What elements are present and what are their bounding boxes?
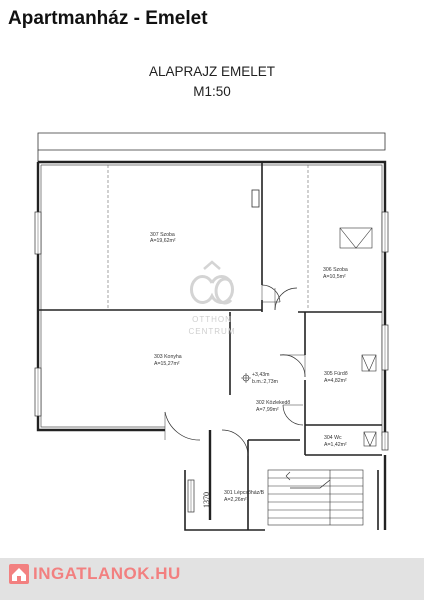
room-306-area: A=10,5m²: [323, 274, 346, 280]
footer-logo[interactable]: INGATLANOK.HU: [8, 563, 181, 585]
footer-brand: INGATLANOK.HU: [33, 564, 181, 583]
plan-title: ALAPRAJZ EMELET M1:50: [0, 62, 424, 102]
plan-title-line1: ALAPRAJZ EMELET: [148, 64, 276, 79]
roof-outline: [37, 132, 386, 151]
room-302-name: 302 Közlekedő: [256, 400, 290, 406]
roof-window-icon: [339, 227, 377, 447]
room-305-name: 305 Fürdő: [324, 371, 348, 377]
room-304-name: 304 Wc: [324, 435, 342, 441]
room-301-name: 301 Lépcsőház/B: [224, 490, 265, 496]
chimney: [251, 189, 260, 208]
dimension-label: 1370: [202, 492, 211, 508]
watermark-line2: CENTRUM: [189, 327, 236, 336]
room-303-area: A=15,27m²: [154, 361, 180, 367]
staircase: [267, 469, 364, 526]
slope-lines: [107, 165, 309, 310]
room-307-name: 307 Szoba: [150, 232, 175, 238]
room-303-name: 303 Konyha: [154, 354, 182, 360]
room-307-area: A=19,62m²: [150, 238, 176, 244]
outer-walls-inner-line: [40, 164, 383, 436]
plan-scale: M1:50: [193, 84, 231, 99]
page-title: Apartmanház - Emelet: [8, 8, 208, 29]
level-ceiling: b.m.:2,73m: [252, 379, 278, 385]
room-304-area: A=1,42m²: [324, 442, 347, 448]
level-marker-icon: [241, 373, 251, 383]
level-height: +3,43m: [252, 372, 269, 378]
room-306-name: 306 Szoba: [323, 267, 348, 273]
room-305-area: A=4,82m²: [324, 378, 347, 384]
house-logo-icon: [9, 564, 29, 584]
windows: [34, 211, 389, 513]
room-301-area: A=2,26m²: [224, 497, 247, 503]
footer-bar: [0, 558, 424, 600]
room-302-area: A=7,99m²: [256, 407, 279, 413]
interior-walls: [38, 162, 382, 531]
watermark-line1: OTTHON: [192, 315, 232, 324]
window-lines: [37, 212, 386, 512]
watermark-logo-icon: [190, 260, 234, 305]
outer-walls: [36, 160, 387, 530]
door-swings: [164, 284, 306, 457]
